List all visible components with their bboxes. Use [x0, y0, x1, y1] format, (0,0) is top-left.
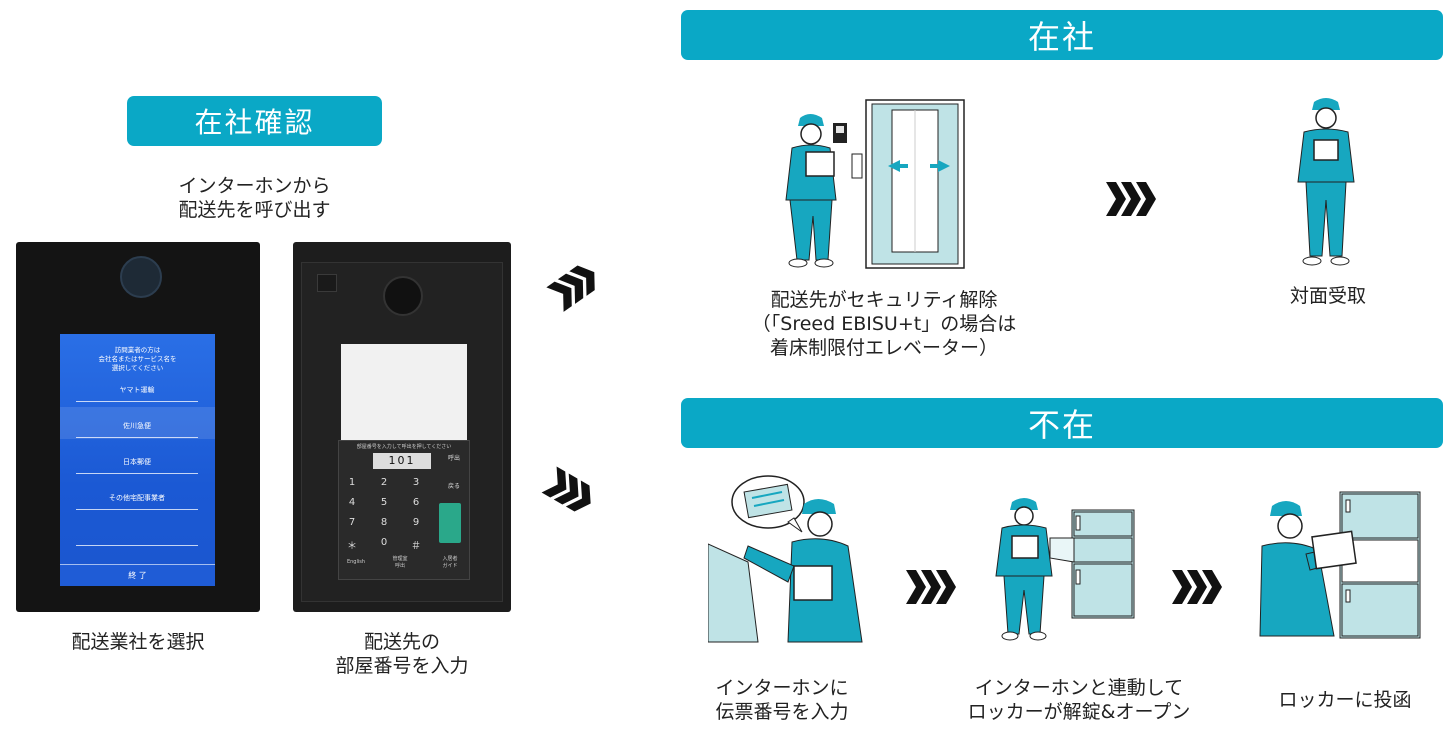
header-line-2: 会社名またはサービス名を [60, 355, 215, 364]
camera-lens-icon [120, 256, 162, 298]
delivery-person-icon [708, 496, 868, 644]
header-line-3: 選択してください [60, 364, 215, 373]
caption-room-line-1: 配送先の [293, 630, 511, 654]
security-line-3: 着床制限付エレベーター） [714, 336, 1054, 360]
key[interactable]: 9 [407, 517, 425, 528]
vendor-option[interactable]: ヤマト運輸 [76, 382, 198, 402]
english-key[interactable]: English [343, 559, 369, 565]
key[interactable]: 1 [343, 477, 361, 488]
vendor-option[interactable]: 日本郵便 [76, 454, 198, 474]
sensor-icon [317, 274, 337, 292]
call-key[interactable]: 呼出 [445, 453, 463, 462]
speaker-icon [383, 276, 423, 316]
vendor-select-screen: 訪問業者の方は 会社名またはサービス名を 選択してください ヤマト運輸 佐川急便… [60, 334, 215, 586]
manager-call-key[interactable]: 管理室 呼出 [387, 555, 413, 569]
confirm-banner-label: 在社確認 [194, 101, 314, 141]
keypad: 部屋番号を入力して呼出を押してください 101 呼出 1 2 3 戻る 4 5 … [338, 440, 470, 580]
invoice-line-2: 伝票番号を入力 [694, 700, 870, 724]
caption-locker-unlock: インターホンと連動して ロッカーが解錠&オープン [944, 676, 1214, 724]
caption-room-line-2: 部屋番号を入力 [293, 654, 511, 678]
back-key[interactable]: 戻る [445, 481, 463, 490]
triple-chevron-icon [545, 262, 601, 312]
invoice-line-1: インターホンに [694, 676, 870, 700]
absent-banner: 不在 [681, 398, 1443, 448]
delivery-person-icon [1294, 96, 1360, 268]
intercom-keypad-photo: 部屋番号を入力して呼出を押してください 101 呼出 1 2 3 戻る 4 5 … [293, 242, 511, 612]
screen-glare [60, 407, 215, 439]
key[interactable]: 5 [375, 497, 393, 508]
intercom-panel-icon [832, 122, 848, 144]
triple-chevron-icon [1104, 180, 1160, 218]
key[interactable]: 0 [375, 537, 393, 548]
delivery-person-icon [994, 496, 1054, 642]
security-line-1: 配送先がセキュリティ解除 [714, 288, 1054, 312]
locker-icon [1046, 508, 1136, 620]
room-number-display: 101 [373, 453, 431, 469]
call-green-button[interactable] [439, 503, 461, 543]
key[interactable]: ＃ [407, 537, 425, 552]
header-line-1: 訪問業者の方は [60, 346, 215, 355]
intro-line-1: インターホンから [127, 174, 382, 198]
present-banner: 在社 [681, 10, 1443, 60]
vendor-option-blank [76, 526, 198, 546]
security-line-2: （「Sreed EBISU+t」の場合は [714, 312, 1054, 336]
key[interactable]: ＊ [343, 537, 361, 552]
triple-chevron-icon [540, 465, 598, 517]
confirm-banner: 在社確認 [127, 96, 382, 146]
caption-enter-invoice: インターホンに 伝票番号を入力 [694, 676, 870, 724]
caption-face-to-face: 対面受取 [1260, 284, 1396, 308]
elevator-icon [848, 98, 972, 270]
triple-chevron-icon [904, 568, 960, 606]
caption-select-vendor: 配送業社を選択 [16, 630, 260, 654]
key[interactable]: 3 [407, 477, 425, 488]
vendor-option[interactable]: その他宅配事業者 [76, 490, 198, 510]
caption-room-number: 配送先の 部屋番号を入力 [293, 630, 511, 678]
key[interactable]: 2 [375, 477, 393, 488]
delivery-person-icon [1256, 498, 1372, 638]
key[interactable]: 6 [407, 497, 425, 508]
present-banner-label: 在社 [1028, 12, 1096, 58]
absent-banner-label: 不在 [1028, 400, 1096, 446]
resident-guide-key[interactable]: 入居者 ガイド [437, 555, 463, 569]
unlock-line-2: ロッカーが解錠&オープン [944, 700, 1214, 724]
unlock-line-1: インターホンと連動して [944, 676, 1214, 700]
caption-security-release: 配送先がセキュリティ解除 （「Sreed EBISU+t」の場合は 着床制限付エ… [714, 288, 1054, 360]
keypad-instruction: 部屋番号を入力して呼出を押してください [339, 443, 469, 450]
screen-header: 訪問業者の方は 会社名またはサービス名を 選択してください [60, 334, 215, 373]
intro-line-2: 配送先を呼び出す [127, 198, 382, 222]
key[interactable]: 8 [375, 517, 393, 528]
caption-deposit-locker: ロッカーに投函 [1260, 688, 1430, 712]
key[interactable]: 7 [343, 517, 361, 528]
intercom-vendor-select-photo: 訪問業者の方は 会社名またはサービス名を 選択してください ヤマト運輸 佐川急便… [16, 242, 260, 612]
keypad-screen [341, 344, 467, 440]
key[interactable]: 4 [343, 497, 361, 508]
end-button[interactable]: 終 了 [60, 564, 215, 586]
intro-caption: インターホンから 配送先を呼び出す [127, 174, 382, 222]
triple-chevron-icon [1170, 568, 1226, 606]
